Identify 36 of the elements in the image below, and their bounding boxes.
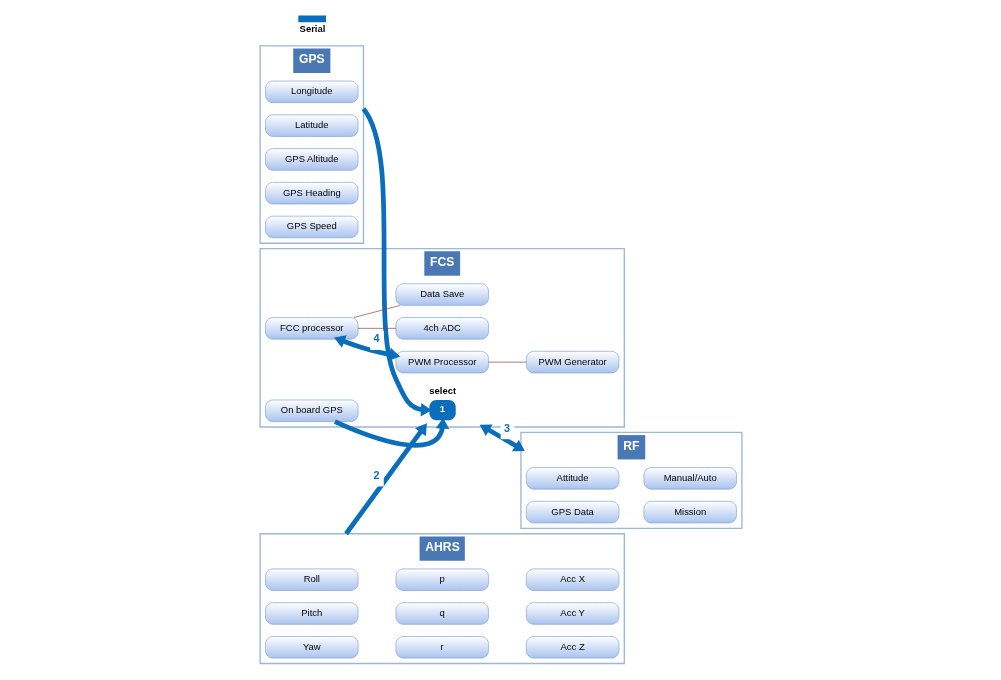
arrow [343,423,427,536]
node-box: 1 [428,399,456,421]
node-box: Yaw [264,636,358,659]
node-box: GPS Heading [264,182,358,205]
node-box: PWM Generator [525,351,619,374]
node-box: q [395,602,489,625]
edge-label: 2 [373,468,380,481]
node-box: Roll [264,568,358,591]
node-box: r [395,636,489,659]
node-box: GPS Altitude [264,148,358,171]
connector [353,305,400,318]
node-box: Data Save [395,283,489,306]
node-box: Pitch [264,602,358,625]
node-box: Acc X [525,568,619,591]
node-box: p [395,568,489,591]
edge-label: 4 [373,332,380,345]
node-box: Longitude [264,80,358,103]
node-box: FCC processor [264,317,358,340]
node-box: Manual/Auto [643,467,737,490]
legend-label: Serial [299,22,325,34]
node-box: Acc Z [525,636,619,659]
node-box: 4ch ADC [395,317,489,340]
node-box: GPS Speed [264,215,358,239]
node-box: Mission [643,501,737,524]
arrow [333,417,449,448]
arrow [479,424,525,452]
node-box: Acc Y [525,602,619,625]
node-box: On board GPS [264,399,358,422]
node-box: PWM Processor [395,351,489,374]
arrow [333,335,400,362]
node-label: select [428,385,456,397]
connector [357,328,396,329]
node-box: Attitude [525,467,619,490]
node-box: GPS Data [525,501,619,524]
node-box: Latitude [264,114,358,137]
arrow [360,107,432,417]
